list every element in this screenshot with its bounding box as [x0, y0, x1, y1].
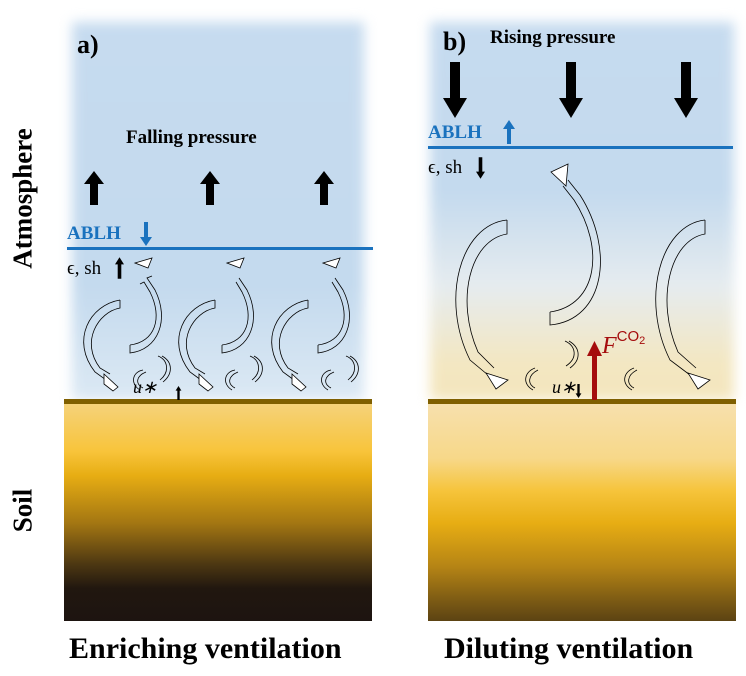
panel-a-eddy-group [83, 257, 171, 392]
panel-b-ablh-label: ABLH [428, 122, 482, 143]
panel-a-pressure-arrow-up-icon [84, 171, 104, 205]
panel-a-pressure-arrow-up-icon [200, 171, 220, 205]
panel-b-soil-column [428, 404, 736, 621]
panel-b-ground-surface [428, 399, 736, 404]
panel-a-pressure-label: Falling pressure [126, 127, 257, 148]
panel-a-ustar-label: u∗ [133, 377, 158, 397]
panel-b-small-eddy [624, 367, 638, 391]
panel-b-ustar-down-icon [575, 384, 582, 398]
panel-b-ustar-label: u∗ [552, 377, 577, 397]
panel-a-soil-column [64, 404, 372, 621]
panel-b-pressure-arrow-down-icon [559, 62, 583, 118]
panel-a-ablh-label: ABLH [67, 223, 121, 244]
panel-b-caption: Diluting ventilation [444, 632, 694, 665]
panel-b-co2-flux-arrow-icon [587, 341, 602, 400]
panel-a-label: a) [77, 30, 99, 59]
flux-symbol: F [602, 333, 617, 359]
panel-b-pressure-label: Rising pressure [490, 27, 616, 48]
flux-subscript: 2 [639, 335, 646, 347]
panel-a-eddy-group [178, 257, 263, 392]
panel-a-ablh-line [67, 247, 373, 250]
panel-a-pressure-arrow-up-icon [314, 171, 334, 205]
panel-b-eddy-left [455, 219, 509, 390]
panel-a-atmosphere-background [72, 22, 364, 400]
panel-b-ablh-line [428, 146, 733, 149]
panel-a-eps-sh-label: ϵ, sh [67, 258, 102, 279]
panel-b-label: b) [443, 27, 467, 56]
panel-b-eddy-center [549, 163, 601, 326]
panel-a-caption: Enriching ventilation [69, 632, 342, 665]
panel-b-eps-sh-down-icon [476, 157, 485, 179]
panel-b-small-eddy [564, 340, 579, 369]
panel-a-ablh-down-icon [140, 222, 152, 246]
panel-a-ustar-up-icon [175, 386, 182, 400]
panel-b-eps-sh-label: ϵ, sh [428, 157, 463, 178]
panel-a-ground-surface [64, 399, 372, 404]
panel-b-pressure-arrow-down-icon [674, 62, 698, 118]
panel-b-flux-label: FCO2 [602, 328, 646, 360]
panel-a-eps-sh-up-icon [115, 257, 124, 279]
panel-a-eddy-group [271, 257, 359, 392]
panel-b-pressure-arrow-down-icon [443, 62, 467, 118]
panel-b-ablh-up-icon [503, 120, 515, 144]
flux-superscript: CO [616, 328, 640, 345]
panel-b-eddy-right [655, 219, 711, 390]
panel-b-small-eddy [525, 367, 539, 391]
